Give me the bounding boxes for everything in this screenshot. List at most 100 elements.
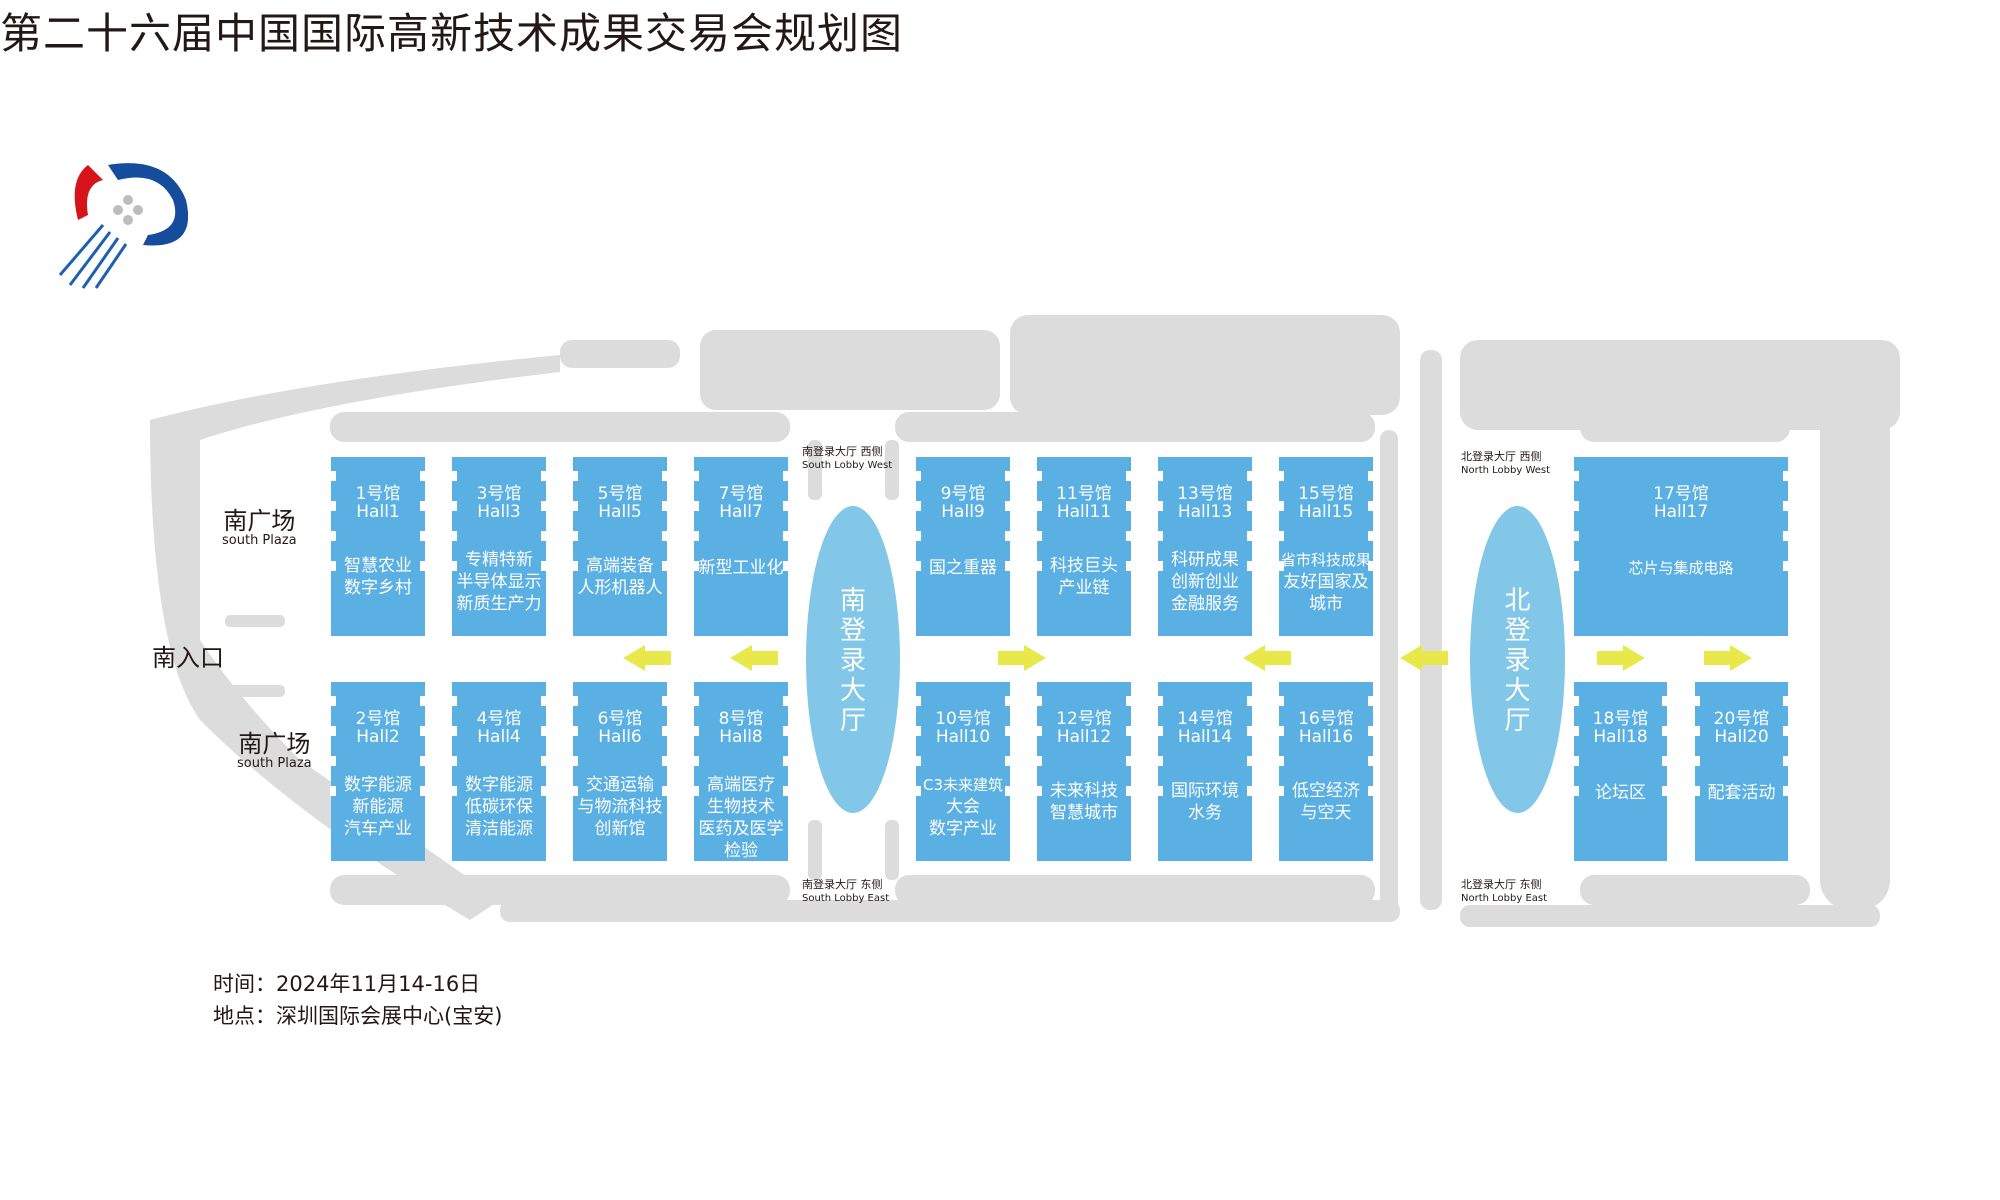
- hall-door-notch: [541, 726, 547, 736]
- hall-topic-line: 论坛区: [1595, 783, 1646, 803]
- hall-topic-line: 数字能源: [465, 775, 533, 795]
- hall-door-notch: [662, 561, 668, 571]
- hall-door-notch: [451, 756, 457, 766]
- hall-topic-line: 检验: [724, 841, 758, 861]
- hall-door-notch: [662, 696, 668, 706]
- hall-topic-line: 半导体显示: [456, 572, 542, 592]
- hall-number-zh: 12号馆: [1056, 709, 1112, 729]
- hall-door-notch: [420, 756, 426, 766]
- hall-door-notch: [541, 531, 547, 541]
- hall-door-notch: [915, 471, 921, 481]
- hall-door-notch: [1157, 561, 1163, 571]
- hall-topic-line: 人形机器人: [577, 578, 663, 598]
- hall-door-notch: [693, 726, 699, 736]
- south-lobby[interactable]: 南登录大厅: [806, 506, 900, 813]
- arrow-right-icon: [1597, 645, 1645, 671]
- hall-topic: 高端医疗生物技术医药及医学检验: [694, 774, 788, 862]
- hall-number-en: Hall6: [598, 727, 642, 747]
- hall-number-zh: 13号馆: [1177, 484, 1233, 504]
- hall-door-notch: [783, 531, 789, 541]
- hall-topic: 科研成果创新创业金融服务: [1158, 549, 1252, 615]
- hall-topic: 论坛区: [1574, 782, 1667, 804]
- hall-door-notch: [572, 561, 578, 571]
- hall-door-notch: [572, 501, 578, 511]
- plaza-name: 南广场: [238, 730, 311, 758]
- hall-number-en: Hall1: [356, 502, 400, 522]
- hall-door-notch: [1368, 471, 1374, 481]
- hall-door-notch: [572, 756, 578, 766]
- hall-topic-line: 国际环境: [1171, 781, 1239, 801]
- hall-door-notch: [1005, 471, 1011, 481]
- north-lobby[interactable]: 北登录大厅: [1470, 506, 1565, 813]
- hall-topic-line: 交通运输: [586, 775, 654, 795]
- hall-door-notch: [1368, 756, 1374, 766]
- hall-topic: 交通运输与物流科技创新馆: [573, 774, 667, 840]
- hall-door-notch: [420, 786, 426, 796]
- event-time: 时间：2024年11月14-16日: [213, 972, 481, 996]
- hall-door-notch: [1247, 726, 1253, 736]
- hall-topic-line: 数字产业: [929, 819, 997, 839]
- hall-door-notch: [662, 471, 668, 481]
- label-en: North Lobby East: [1461, 893, 1548, 904]
- hall-door-notch: [693, 501, 699, 511]
- hall-door-notch: [420, 471, 426, 481]
- hall-topic-line: 金融服务: [1171, 594, 1239, 614]
- hall-number-zh: 4号馆: [476, 709, 522, 729]
- hall-door-notch: [662, 726, 668, 736]
- arrow-left-icon: [623, 645, 671, 671]
- hall-door-notch: [1157, 501, 1163, 511]
- hall-door-notch: [1126, 756, 1132, 766]
- hall-door-notch: [1157, 531, 1163, 541]
- hall-topic: 新型工业化: [694, 557, 788, 579]
- hall-number-zh: 8号馆: [718, 709, 764, 729]
- hall-door-notch: [783, 561, 789, 571]
- hall-door-notch: [1247, 471, 1253, 481]
- hall-door-notch: [1573, 696, 1579, 706]
- hall-door-notch: [1247, 786, 1253, 796]
- lobby-name-char: 大: [839, 676, 866, 706]
- hall-door-notch: [330, 696, 336, 706]
- hall-door-notch: [420, 501, 426, 511]
- hall-door-notch: [420, 726, 426, 736]
- hall-topic-line: 芯片与集成电路: [1628, 559, 1734, 577]
- event-place: 地点：深圳国际会展中心(宝安): [213, 1004, 503, 1028]
- hall-door-notch: [1573, 786, 1579, 796]
- hall-door-notch: [1005, 531, 1011, 541]
- hall-door-notch: [783, 696, 789, 706]
- south-lobby-east-label: 南登录大厅 东侧 South Lobby East: [802, 878, 889, 905]
- hall-door-notch: [330, 756, 336, 766]
- hall-number-en: Hall7: [719, 502, 763, 522]
- hall-door-notch: [1005, 726, 1011, 736]
- hall-number-zh: 20号馆: [1713, 709, 1770, 729]
- hall-topic-line: 汽车产业: [344, 819, 412, 839]
- hall-door-notch: [1694, 696, 1700, 706]
- hall-door-notch: [783, 786, 789, 796]
